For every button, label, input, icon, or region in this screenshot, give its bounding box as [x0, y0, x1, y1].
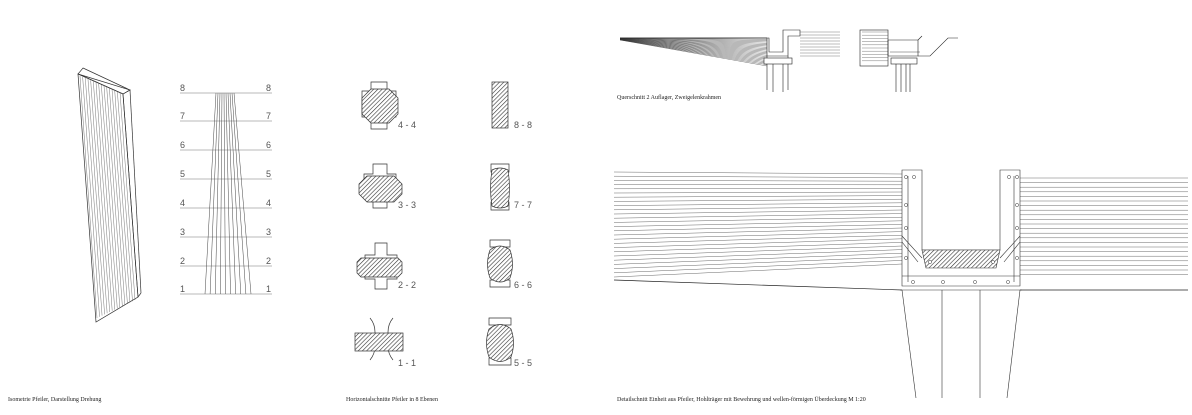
section-2-2	[356, 242, 403, 290]
caption-cross-section: Querschnitt 2 Auflager, Zweigelenkrahmen	[617, 95, 722, 101]
section-5-5	[486, 317, 514, 366]
pillar-elevation	[180, 92, 272, 295]
level-label-left: 4	[180, 198, 185, 208]
level-label-right: 5	[266, 169, 271, 179]
level-label-left: 5	[180, 169, 185, 179]
cross-section-supports	[619, 29, 958, 92]
section-label: 6 - 6	[514, 280, 532, 290]
isometric-pillar	[77, 67, 142, 323]
caption-isometric: Isometrie Pfeiler, Darstellung Drehung	[8, 397, 102, 403]
section-label: 4 - 4	[398, 120, 416, 130]
caption-detail-section: Detailschnitt Einheit aus Pfeiler, Hohlt…	[617, 397, 866, 403]
level-label-left: 6	[180, 140, 185, 150]
level-label-right: 4	[266, 198, 271, 208]
section-1-1	[354, 317, 404, 361]
horizontal-sections	[354, 81, 514, 366]
section-4-4	[361, 81, 399, 130]
level-label-right: 1	[266, 284, 271, 294]
section-3-3	[358, 163, 403, 209]
level-label-left: 1	[180, 284, 185, 294]
level-label-left: 3	[180, 227, 185, 237]
level-label-left: 7	[180, 111, 185, 121]
level-label-right: 6	[266, 140, 271, 150]
section-label: 1 - 1	[398, 358, 416, 368]
level-label-left: 8	[180, 83, 185, 93]
caption-horizontal-sections: Horizontalschnitte Pfeiler in 8 Ebenen	[346, 397, 438, 403]
level-label-left: 2	[180, 256, 185, 266]
section-label: 5 - 5	[514, 358, 532, 368]
level-label-right: 3	[266, 227, 271, 237]
section-7-7	[490, 163, 510, 211]
section-6-6	[487, 239, 513, 288]
detail-section	[613, 169, 1188, 399]
level-label-right: 7	[266, 111, 271, 121]
section-8-8	[491, 81, 509, 129]
level-label-right: 8	[266, 83, 271, 93]
section-label: 7 - 7	[514, 200, 532, 210]
section-label: 2 - 2	[398, 280, 416, 290]
section-label: 8 - 8	[514, 120, 532, 130]
section-label: 3 - 3	[398, 200, 416, 210]
level-label-right: 2	[266, 256, 271, 266]
